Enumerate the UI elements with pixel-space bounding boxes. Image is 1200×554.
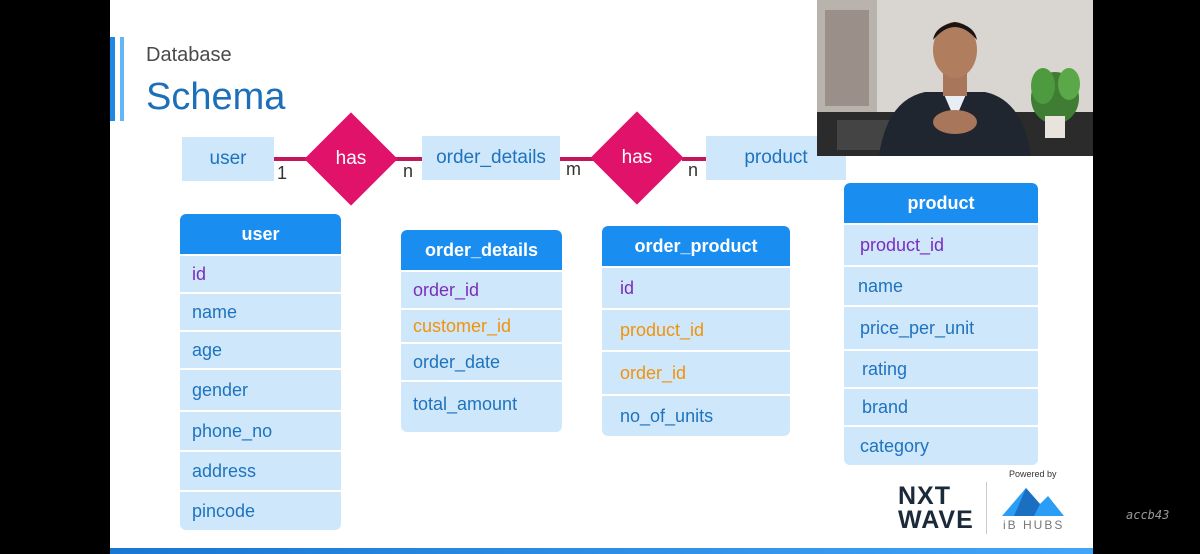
table-column: rating xyxy=(844,349,1038,387)
slide-bottom-bar xyxy=(110,548,1093,554)
table-column: no_of_units xyxy=(602,394,790,436)
title-accent-bar xyxy=(120,37,124,121)
cardinality-label: n xyxy=(688,160,699,180)
relation-label: has xyxy=(335,148,367,169)
table-column: product_id xyxy=(844,223,1038,265)
table-column: customer_id xyxy=(401,308,562,342)
title-accent-bar xyxy=(110,37,115,121)
table-column: brand xyxy=(844,387,1038,425)
relation-line xyxy=(395,157,425,161)
slide-subtitle: Database xyxy=(146,44,232,66)
cardinality-label: 1 xyxy=(277,163,288,183)
relation-line xyxy=(682,157,708,161)
table-column: category xyxy=(844,425,1038,465)
logo-divider xyxy=(986,482,987,534)
table-header: user xyxy=(180,214,341,254)
table-column: total_amount xyxy=(401,380,562,432)
table-column: age xyxy=(180,330,341,368)
table-column: id xyxy=(602,266,790,308)
presenter-video-frame xyxy=(817,0,1093,156)
nxtwave-logo-line: NXT xyxy=(898,482,951,510)
table-column: order_id xyxy=(602,350,790,394)
table-column: price_per_unit xyxy=(844,305,1038,349)
cardinality-label: m xyxy=(566,159,581,179)
table-order-details: order_details order_id customer_id order… xyxy=(401,230,562,432)
table-header: order_details xyxy=(401,230,562,270)
watermark-text: accb43 xyxy=(1126,508,1170,522)
table-column: name xyxy=(180,292,341,330)
table-column: order_date xyxy=(401,342,562,380)
table-user: user id name age gender phone_no address… xyxy=(180,214,341,530)
table-column: order_id xyxy=(401,270,562,308)
table-column: address xyxy=(180,450,341,490)
table-column: id xyxy=(180,254,341,292)
relation-label: has xyxy=(621,147,653,168)
table-column: pincode xyxy=(180,490,341,530)
table-header: product xyxy=(844,183,1038,223)
ibhubs-mountain-icon xyxy=(1002,488,1064,516)
er-entity-order-details: order_details xyxy=(422,136,560,180)
table-header: order_product xyxy=(602,226,790,266)
webcam-video xyxy=(817,0,1093,156)
er-entity-user: user xyxy=(182,137,274,181)
slide-title: Schema xyxy=(146,76,286,118)
table-product: product product_id name price_per_unit r… xyxy=(844,183,1038,465)
ibhubs-logo-text: iB HUBS xyxy=(1003,518,1065,532)
table-column: gender xyxy=(180,368,341,410)
table-order-product: order_product id product_id order_id no_… xyxy=(602,226,790,436)
cardinality-label: n xyxy=(403,161,414,181)
powered-by-text: Powered by xyxy=(1009,469,1057,479)
nxtwave-logo: NXT WAVE xyxy=(898,482,974,534)
nxtwave-logo-line: WAVE xyxy=(898,506,974,534)
table-column: name xyxy=(844,265,1038,305)
relation-line xyxy=(274,157,312,161)
relation-line xyxy=(559,157,601,161)
table-column: product_id xyxy=(602,308,790,350)
table-column: phone_no xyxy=(180,410,341,450)
